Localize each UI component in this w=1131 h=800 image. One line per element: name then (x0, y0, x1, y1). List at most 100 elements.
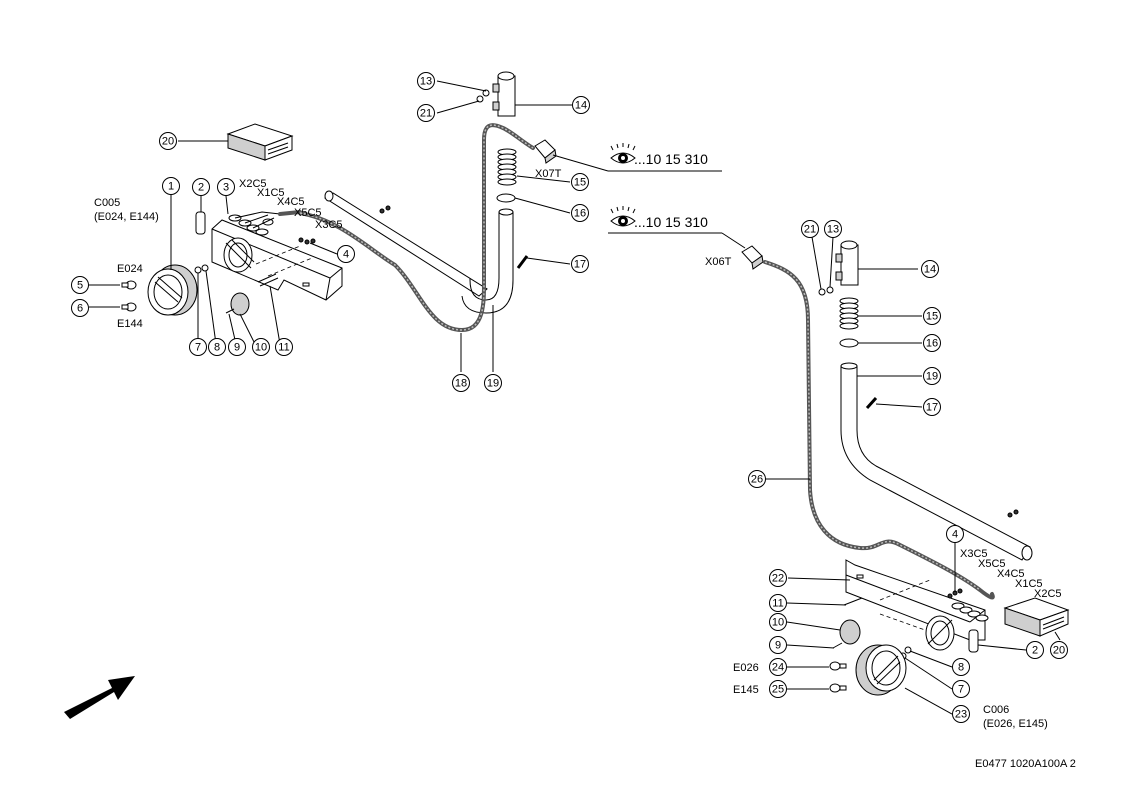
lamp-bracket-22 (845, 559, 986, 651)
callout-left-number-8: 8 (214, 342, 220, 354)
callout-right-number-8: 8 (958, 662, 964, 674)
x4c5-right-label: X4C5 (997, 568, 1025, 580)
x5c5-left-label: X5C5 (294, 207, 322, 219)
lamp-bracket-left (211, 219, 343, 301)
spring-15-left (497, 148, 517, 186)
callout-right-circle-16 (923, 334, 941, 352)
drawing-id: E0477 1020A100A 2 (975, 758, 1076, 770)
callout-right-number-11: 11 (772, 598, 783, 610)
callout-left-circle-15 (571, 173, 589, 191)
nut-21-right (818, 288, 826, 296)
view-reference-top: ...10 15 310 (634, 151, 708, 167)
leader-lines (89, 80, 1061, 715)
callout-left-number-3: 3 (223, 182, 229, 194)
screws-11-left (257, 273, 279, 287)
c006-sub-label: (E026, E145) (983, 718, 1048, 730)
callout-right-number-19: 19 (926, 371, 938, 383)
callout-right-circle-20 (1050, 641, 1068, 659)
screw-11-right (843, 597, 863, 606)
holder-14-right (835, 240, 859, 286)
crossbar-tube-left (324, 190, 488, 297)
callout-left-number-11: 11 (278, 342, 289, 354)
callout-right-number-16: 16 (926, 338, 938, 350)
eye-reference-icon (610, 143, 636, 164)
callout-left-number-2: 2 (198, 182, 204, 194)
callout-left-circle-19 (484, 374, 502, 392)
pin-17-right (865, 396, 878, 410)
callout-left-number-13: 13 (420, 76, 432, 88)
connector-x06t (741, 245, 764, 270)
callout-right-circle-19 (923, 367, 941, 385)
callout-right-circle-4 (946, 525, 964, 543)
callout-left-number-1: 1 (168, 181, 174, 193)
callout-right-circle-25 (769, 680, 787, 698)
x1c5-left-label: X1C5 (257, 187, 285, 199)
callout-right-circle-13 (824, 220, 842, 238)
callout-right-circle-24 (769, 658, 787, 676)
callout-left-circle-1 (162, 177, 180, 195)
callout-right-circle-14 (921, 260, 939, 278)
callout-left-circle-11 (275, 338, 293, 356)
control-unit-20-right (1003, 597, 1070, 637)
callout-right-number-17: 17 (926, 402, 938, 414)
lamp-housing-1 (147, 264, 198, 316)
ring-16-left (496, 193, 516, 203)
callout-right-number-21: 21 (804, 224, 816, 236)
callout-left-circle-10 (252, 338, 270, 356)
callout-right-circle-11 (769, 594, 787, 612)
callout-left-number-9: 9 (234, 342, 240, 354)
callout-left-circle-20 (159, 132, 177, 150)
ring-16-right (839, 338, 859, 348)
callout-left-circle-13 (417, 72, 435, 90)
view-reference-middle: ...10 15 310 (634, 214, 708, 230)
callout-right-number-20: 20 (1053, 645, 1065, 657)
callout-right-circle-21 (801, 220, 819, 238)
left-lamp-assembly (121, 71, 557, 333)
callout-right-number-4: 4 (952, 529, 958, 541)
holder-14-left (492, 71, 516, 117)
direction-arrow-icon (64, 676, 135, 719)
callout-right-circle-23 (952, 705, 970, 723)
bulb-24 (829, 661, 847, 671)
callout-left-circle-9 (228, 338, 246, 356)
callout-left-number-5: 5 (77, 280, 83, 292)
c005-label: C005 (94, 197, 120, 209)
callout-right-circle-26 (748, 470, 766, 488)
callout-left-number-10: 10 (255, 342, 267, 354)
callout-left-circle-4 (337, 245, 355, 263)
washer-13-left (482, 89, 490, 97)
bulb-5 (121, 280, 137, 290)
tube-19-left (461, 212, 514, 314)
connector-x07t (534, 139, 557, 164)
x5c5-right-label: X5C5 (978, 558, 1006, 570)
callout-left-circle-5 (71, 276, 89, 294)
bulb-25 (829, 683, 847, 693)
callout-left-circle-16 (571, 204, 589, 222)
x06t-label: X06T (705, 256, 732, 268)
washer-7-left (194, 266, 202, 274)
nut-21-left (476, 95, 484, 103)
callout-right-circle-7 (952, 680, 970, 698)
nut-8-left (201, 264, 209, 272)
callout-left-number-6: 6 (77, 303, 83, 315)
callout-right-number-25: 25 (772, 684, 784, 696)
callout-right-circle-17 (923, 398, 941, 416)
eye-reference-icon (610, 206, 636, 227)
x3c5-left-label: X3C5 (315, 219, 343, 231)
connectors-right (947, 588, 989, 622)
e026-label: E026 (733, 662, 759, 674)
callout-left-number-19: 19 (487, 378, 499, 390)
callout-left-number-21: 21 (420, 108, 432, 120)
c006-label: C006 (983, 704, 1009, 716)
c005-sub-label: (E024, E144) (94, 211, 159, 223)
callout-right-number-2: 2 (1032, 645, 1038, 657)
callout-right-circle-8 (952, 658, 970, 676)
callout-left-number-20: 20 (162, 136, 174, 148)
callout-right-circle-10 (769, 613, 787, 631)
cable-26 (763, 260, 995, 600)
bulb-6 (121, 302, 137, 312)
callout-left-number-18: 18 (455, 378, 467, 390)
pin-17-left (516, 255, 529, 269)
